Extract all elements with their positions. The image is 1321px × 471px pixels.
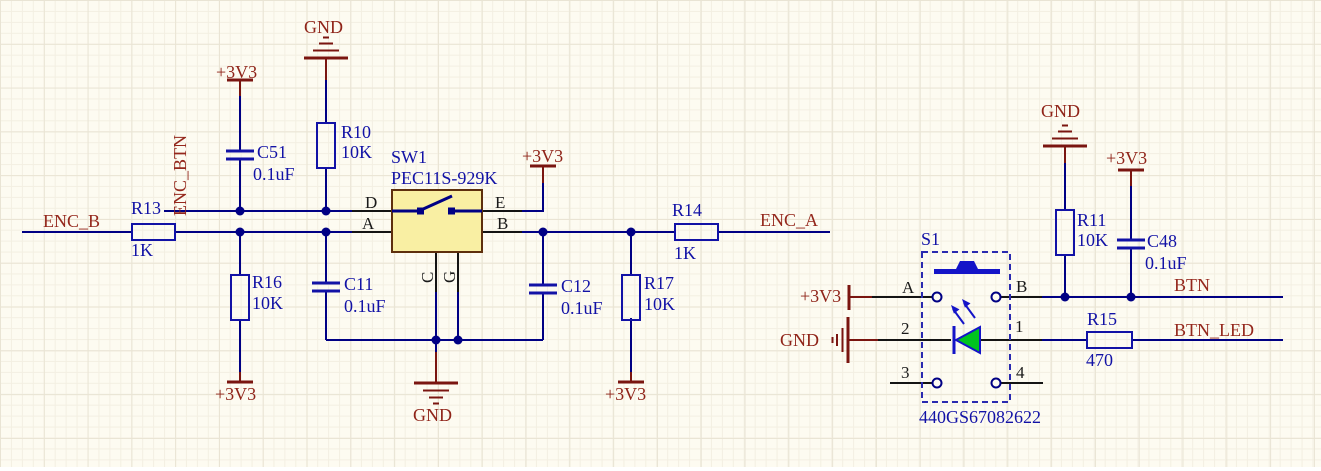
resistor-r15[interactable] <box>1086 331 1133 349</box>
power-label-gnd-right[interactable]: GND <box>1041 101 1080 121</box>
resistor-r10[interactable] <box>316 122 336 169</box>
designator-c48[interactable]: C48 <box>1147 231 1178 251</box>
designator-r17[interactable]: R17 <box>644 273 675 293</box>
designator-sw1[interactable]: SW1 <box>391 147 427 167</box>
switch-blade <box>420 194 453 212</box>
value-r16[interactable]: 10K <box>252 293 283 313</box>
encoder-sw1-body[interactable] <box>391 189 483 253</box>
component-pins <box>352 210 1043 384</box>
pin-name-d: D <box>365 193 378 212</box>
capacitor-c11[interactable] <box>312 281 340 293</box>
pin-name-s1-3: 3 <box>901 363 910 382</box>
v33-symbol-bottom-right[interactable] <box>618 372 644 384</box>
resistor-r13[interactable] <box>131 223 176 241</box>
pin-name-s1-2: 2 <box>901 319 910 338</box>
designator-r13[interactable]: R13 <box>131 198 162 218</box>
pin-name-c: C <box>418 271 437 283</box>
value-c11[interactable]: 0.1uF <box>344 296 386 316</box>
net-label-enc-a[interactable]: ENC_A <box>760 210 818 230</box>
designator-c12[interactable]: C12 <box>561 276 592 296</box>
power-label-3v3-bottom-left[interactable]: +3V3 <box>215 384 257 404</box>
power-label-gnd-s1[interactable]: GND <box>780 330 819 350</box>
net-label-btn-led[interactable]: BTN_LED <box>1174 320 1254 340</box>
value-r14[interactable]: 1K <box>674 243 696 263</box>
pin-name-e: E <box>495 193 506 212</box>
capacitor-c51[interactable] <box>226 149 254 161</box>
resistor-r17[interactable] <box>621 274 641 321</box>
value-r15[interactable]: 470 <box>1086 350 1113 370</box>
power-symbols[interactable] <box>227 36 1144 405</box>
button-cap-icon <box>934 261 1000 274</box>
net-label-enc-b[interactable]: ENC_B <box>43 211 101 231</box>
v33-symbol-s1[interactable] <box>847 285 872 310</box>
designator-r14[interactable]: R14 <box>672 200 703 220</box>
power-label-3v3-topleft[interactable]: +3V3 <box>216 62 258 82</box>
part-sw1[interactable]: PEC11S-929K <box>391 168 498 188</box>
value-r13[interactable]: 1K <box>131 240 153 260</box>
value-r17[interactable]: 10K <box>644 294 675 314</box>
value-c12[interactable]: 0.1uF <box>561 298 603 318</box>
designator-r10[interactable]: R10 <box>341 122 372 142</box>
power-label-gnd-top[interactable]: GND <box>304 17 343 37</box>
power-label-3v3-mid[interactable]: +3V3 <box>522 146 564 166</box>
designator-r15[interactable]: R15 <box>1087 309 1118 329</box>
switch-contact-left <box>417 207 424 215</box>
power-label-3v3-bottom-right[interactable]: +3V3 <box>605 384 647 404</box>
v33-symbol-mid[interactable] <box>530 164 556 183</box>
pin-terminals <box>931 291 1002 389</box>
resistor-r16[interactable] <box>230 274 250 321</box>
pin-name-s1-a: A <box>902 278 915 297</box>
v33-symbol-bottom-left[interactable] <box>227 372 253 384</box>
gnd-symbol-s1[interactable] <box>831 317 879 363</box>
v33-symbol-topleft[interactable] <box>227 78 253 96</box>
capacitor-c12[interactable] <box>529 283 557 295</box>
pin-name-a: A <box>362 214 375 233</box>
switch-contact-right <box>448 207 455 215</box>
gnd-symbol-right[interactable] <box>1043 124 1087 164</box>
gnd-symbol-bottom[interactable] <box>414 352 458 405</box>
pin-name-b: B <box>497 214 509 233</box>
capacitors <box>226 149 1145 295</box>
net-label-enc-btn[interactable]: ENC_BTN <box>170 135 190 216</box>
power-label-gnd-bottom[interactable]: GND <box>413 405 452 425</box>
pin-name-s1-b: B <box>1016 277 1028 296</box>
junction-dots <box>235 206 1136 345</box>
gnd-symbol-top[interactable] <box>304 36 348 81</box>
resistor-r11[interactable] <box>1055 209 1075 256</box>
pin-name-s1-1: 1 <box>1015 317 1024 336</box>
part-s1[interactable]: 440GS67082622 <box>919 407 1042 427</box>
designator-s1[interactable]: S1 <box>921 229 941 249</box>
pin-name-s1-4: 4 <box>1016 363 1025 382</box>
value-r10[interactable]: 10K <box>341 142 372 162</box>
led-icon <box>951 299 981 355</box>
wires[interactable] <box>22 80 1283 372</box>
pin-name-g: G <box>440 270 459 283</box>
v33-symbol-right[interactable] <box>1118 168 1144 186</box>
resistors <box>131 122 1133 349</box>
value-r11[interactable]: 10K <box>1077 230 1108 250</box>
designator-r11[interactable]: R11 <box>1077 210 1107 230</box>
resistor-r14[interactable] <box>674 223 719 241</box>
designator-c11[interactable]: C11 <box>344 274 374 294</box>
capacitor-c48[interactable] <box>1117 238 1145 250</box>
power-label-3v3-right[interactable]: +3V3 <box>1106 148 1148 168</box>
power-label-3v3-s1[interactable]: +3V3 <box>800 286 842 306</box>
value-c51[interactable]: 0.1uF <box>253 164 295 184</box>
button-s1-body[interactable] <box>921 251 1011 403</box>
sheet-edge <box>0 467 1321 471</box>
net-label-btn[interactable]: BTN <box>1174 275 1210 295</box>
value-c48[interactable]: 0.1uF <box>1145 253 1187 273</box>
designator-r16[interactable]: R16 <box>252 272 283 292</box>
designator-c51[interactable]: C51 <box>257 142 288 162</box>
